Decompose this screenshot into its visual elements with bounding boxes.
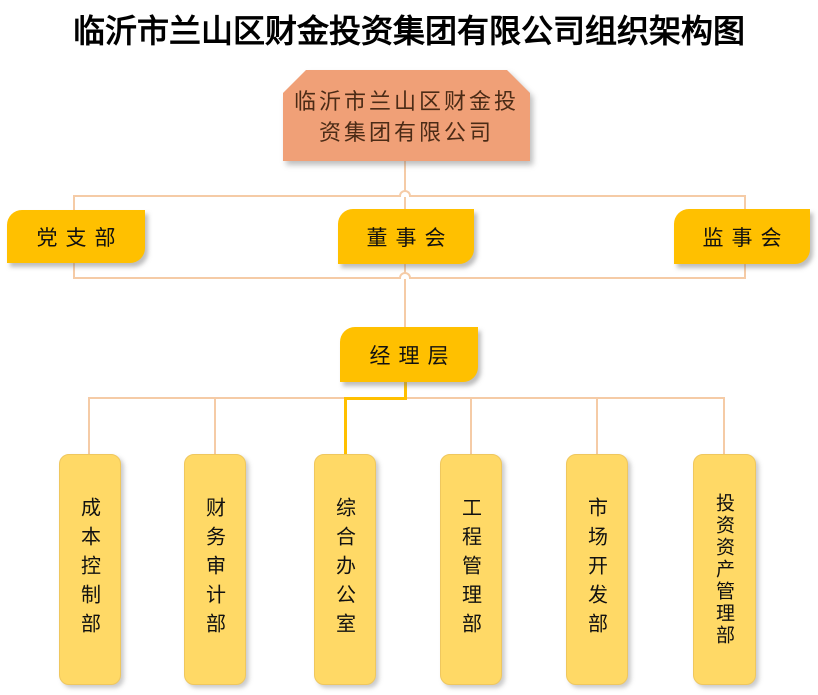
org-node-dept-investment-asset-label: 投资资产管理部 xyxy=(713,492,735,647)
org-node-party-branch: 党支部 xyxy=(7,210,145,263)
org-node-management: 经理层 xyxy=(340,327,478,382)
connector-drop-dept-5 xyxy=(596,397,598,454)
org-node-dept-market-development-label: 市场开发部 xyxy=(584,497,609,642)
connector-drop-dept-1 xyxy=(88,397,90,454)
chart-title: 临沂市兰山区财金投资集团有限公司组织架构图 xyxy=(72,12,745,50)
org-node-root-box: 临沂市兰山区财金投 资集团有限公司 xyxy=(283,70,530,161)
org-node-dept-engineering-label: 工程管理部 xyxy=(458,497,483,642)
org-node-dept-cost-control: 成本控制部 xyxy=(59,454,121,685)
connector-drop-dept-4 xyxy=(470,397,472,454)
connector-gold-horizontal xyxy=(344,397,407,400)
org-node-dept-engineering: 工程管理部 xyxy=(440,454,502,685)
org-node-dept-general-office-label: 综合办公室 xyxy=(332,497,357,642)
connector-drop-dept-6 xyxy=(723,397,725,454)
connector-root-vertical xyxy=(404,160,406,196)
org-node-supervisory-label: 监事会 xyxy=(702,225,790,250)
org-node-dept-finance-audit-label: 财务审计部 xyxy=(202,497,227,642)
connector-hop-bottom xyxy=(399,272,411,279)
org-node-dept-finance-audit: 财务审计部 xyxy=(184,454,246,685)
org-node-party-branch-label: 党支部 xyxy=(36,225,124,250)
org-node-supervisory-board: 监事会 xyxy=(674,209,810,264)
org-node-root-label-line2: 资集团有限公司 xyxy=(318,120,494,146)
org-node-board-label: 董事会 xyxy=(366,225,454,250)
connector-gold-drop-dept-3 xyxy=(344,397,347,454)
org-node-dept-market-development: 市场开发部 xyxy=(566,454,628,685)
org-node-root-label-line1: 临沂市兰山区财金投 xyxy=(293,89,519,115)
org-node-management-label: 经理层 xyxy=(369,343,457,368)
connector-gold-management-down xyxy=(404,382,407,399)
org-node-root: 临沂市兰山区财金投 资集团有限公司 xyxy=(283,70,530,161)
connector-hop-top xyxy=(399,190,411,197)
org-node-dept-cost-control-label: 成本控制部 xyxy=(77,497,102,642)
org-node-dept-general-office: 综合办公室 xyxy=(314,454,376,685)
connector-drop-dept-2 xyxy=(214,397,216,454)
org-node-dept-investment-asset: 投资资产管理部 xyxy=(693,454,756,685)
org-node-board-of-directors: 董事会 xyxy=(338,209,474,264)
org-node-root-label: 临沂市兰山区财金投 资集团有限公司 xyxy=(294,87,519,149)
